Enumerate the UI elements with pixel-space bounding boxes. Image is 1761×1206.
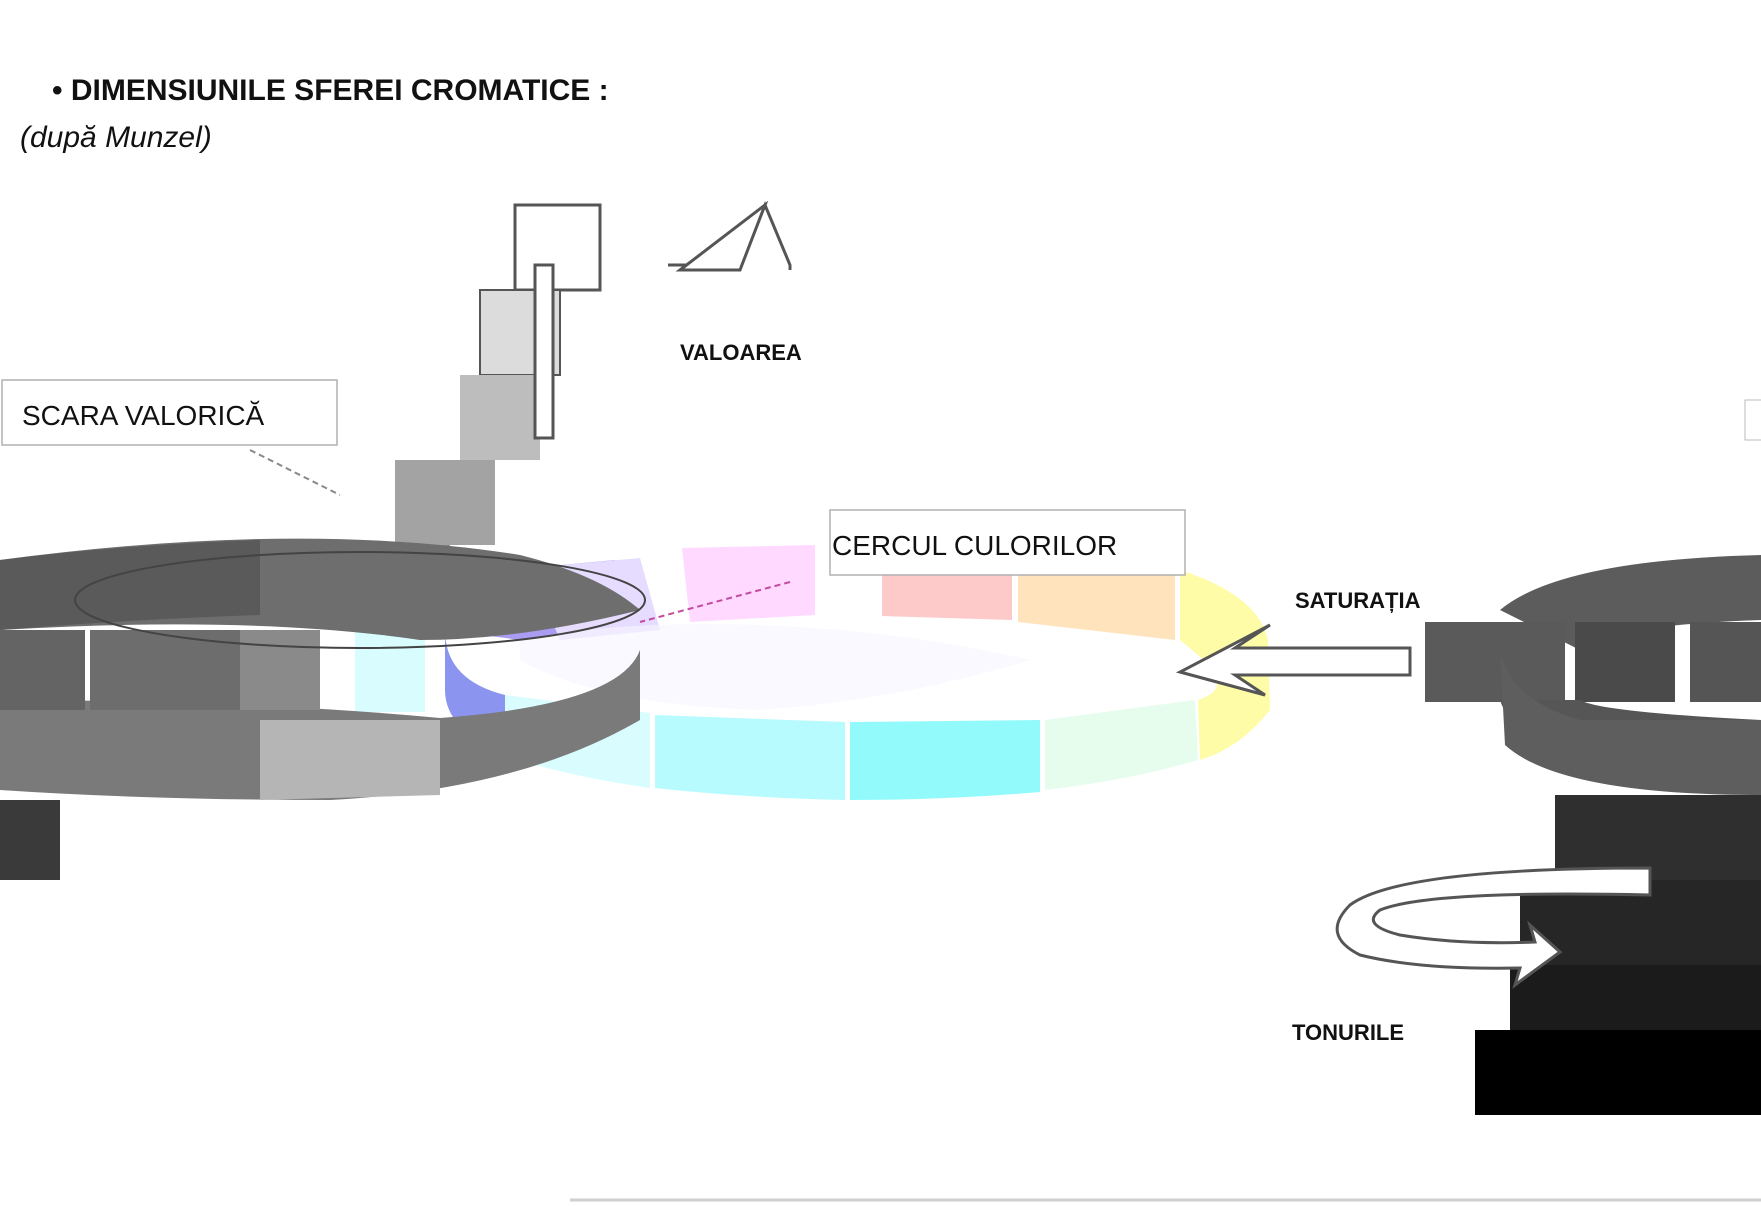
saturation-arrow — [1175, 623, 1412, 697]
value-scale-leader-line — [249, 449, 341, 496]
color-circle-leader-line — [639, 581, 791, 623]
ring-segment-cyan — [850, 720, 1040, 800]
diagram-subtitle: (după Munzel) — [20, 121, 212, 154]
hues-rotation-arrow — [1335, 866, 1652, 989]
saturation-label: SATURAȚIA — [1295, 588, 1421, 613]
value-arrow — [533, 200, 792, 440]
hues-label: TONURILE — [1292, 1020, 1404, 1045]
color-circle-label-box: CERCUL CULORILOR — [829, 509, 1186, 576]
value-label: VALOAREA — [680, 340, 802, 365]
value-scale-label-box: SCARA VALORICĂ — [1, 379, 338, 446]
grey-ring-left — [0, 538, 640, 880]
grey-ring-inner-outline — [74, 551, 646, 649]
value-scale-label: SCARA VALORICĂ — [22, 400, 265, 431]
ring-segment-green-pale — [1045, 700, 1198, 790]
color-circle-label: CERCUL CULORILOR — [832, 530, 1117, 561]
ring-segment-cyan-light — [655, 715, 845, 800]
ring-inner-fill — [520, 624, 1030, 710]
ring-segment-magenta — [682, 545, 815, 622]
diagram-title: • DIMENSIUNILE SFEREI CROMATICE : — [52, 74, 609, 107]
grey-ring-right — [1425, 399, 1761, 1115]
ring-segment-cyan-left — [355, 632, 425, 712]
